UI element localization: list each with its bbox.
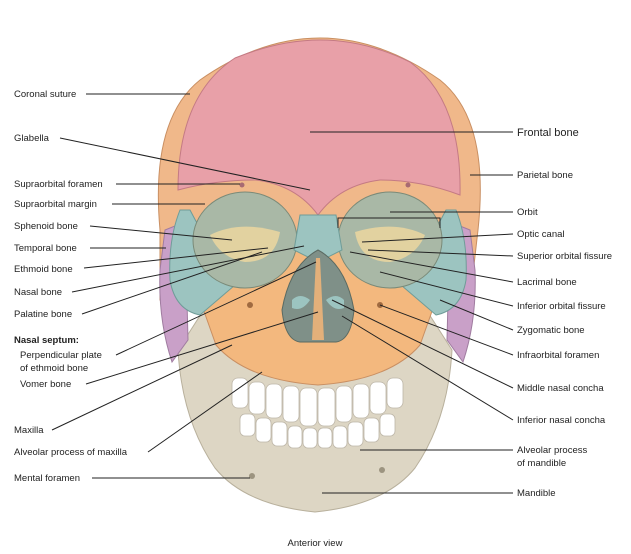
label-optic-canal: Optic canal	[517, 229, 565, 240]
label-alveolar-process-mandible-1: Alveolar process	[517, 445, 587, 456]
label-supraorbital-foramen: Supraorbital foramen	[14, 179, 103, 190]
skull-illustration	[157, 37, 481, 513]
label-mental-foramen: Mental foramen	[14, 473, 80, 484]
sphenoid-left	[210, 226, 280, 262]
right-labels: Frontal bone Parietal bone Orbit Optic c…	[517, 127, 612, 499]
label-infraorbital-foramen: Infraorbital foramen	[517, 350, 599, 361]
left-labels: Coronal suture Glabella Supraorbital for…	[14, 89, 128, 484]
label-alveolar-process-maxilla: Alveolar process of maxilla	[14, 447, 128, 458]
label-glabella: Glabella	[14, 133, 50, 144]
label-zygomatic-bone: Zygomatic bone	[517, 325, 585, 336]
supraorbital-foramen-right	[405, 182, 411, 188]
label-maxilla: Maxilla	[14, 425, 44, 436]
mental-foramen-left	[249, 473, 255, 479]
label-palatine-bone: Palatine bone	[14, 309, 72, 320]
frontal-shape	[177, 39, 461, 216]
mental-foramen-right	[379, 467, 385, 473]
concha-left	[292, 296, 310, 309]
caption-anterior-view: Anterior view	[288, 538, 343, 549]
lower-teeth	[239, 413, 396, 449]
label-inferior-nasal-concha: Inferior nasal concha	[517, 415, 606, 426]
label-parietal-bone: Parietal bone	[517, 170, 573, 181]
label-alveolar-process-mandible-2: of mandible	[517, 458, 566, 469]
label-supraorbital-margin: Supraorbital margin	[14, 199, 97, 210]
label-ethmoid-bone: Ethmoid bone	[14, 264, 73, 275]
upper-teeth	[231, 377, 404, 427]
sphenoid-right	[355, 226, 425, 262]
label-superior-orbital-fissure: Superior orbital fissure	[517, 251, 612, 262]
label-sphenoid-bone: Sphenoid bone	[14, 221, 78, 232]
supraorbital-foramen-left	[239, 182, 245, 188]
label-coronal-suture: Coronal suture	[14, 89, 76, 100]
nasal-septum	[312, 258, 324, 340]
nasal-bone-shape	[293, 214, 343, 263]
label-nasal-septum-heading: Nasal septum:	[14, 335, 79, 346]
label-perpendicular-plate-1: Perpendicular plate	[20, 350, 102, 361]
label-temporal-bone: Temporal bone	[14, 243, 77, 254]
label-inferior-orbital-fissure: Inferior orbital fissure	[517, 301, 606, 312]
infraorbital-foramen-left	[247, 302, 253, 308]
label-vomer-bone: Vomer bone	[20, 379, 71, 390]
label-middle-nasal-concha: Middle nasal concha	[517, 383, 604, 394]
label-mandible: Mandible	[517, 488, 556, 499]
label-frontal-bone: Frontal bone	[517, 127, 579, 139]
leader-lines	[51, 93, 514, 494]
concha-right	[326, 296, 344, 309]
label-perpendicular-plate-2: of ethmoid bone	[20, 363, 88, 374]
label-lacrimal-bone: Lacrimal bone	[517, 277, 577, 288]
label-nasal-bone: Nasal bone	[14, 287, 62, 298]
label-orbit: Orbit	[517, 207, 538, 218]
